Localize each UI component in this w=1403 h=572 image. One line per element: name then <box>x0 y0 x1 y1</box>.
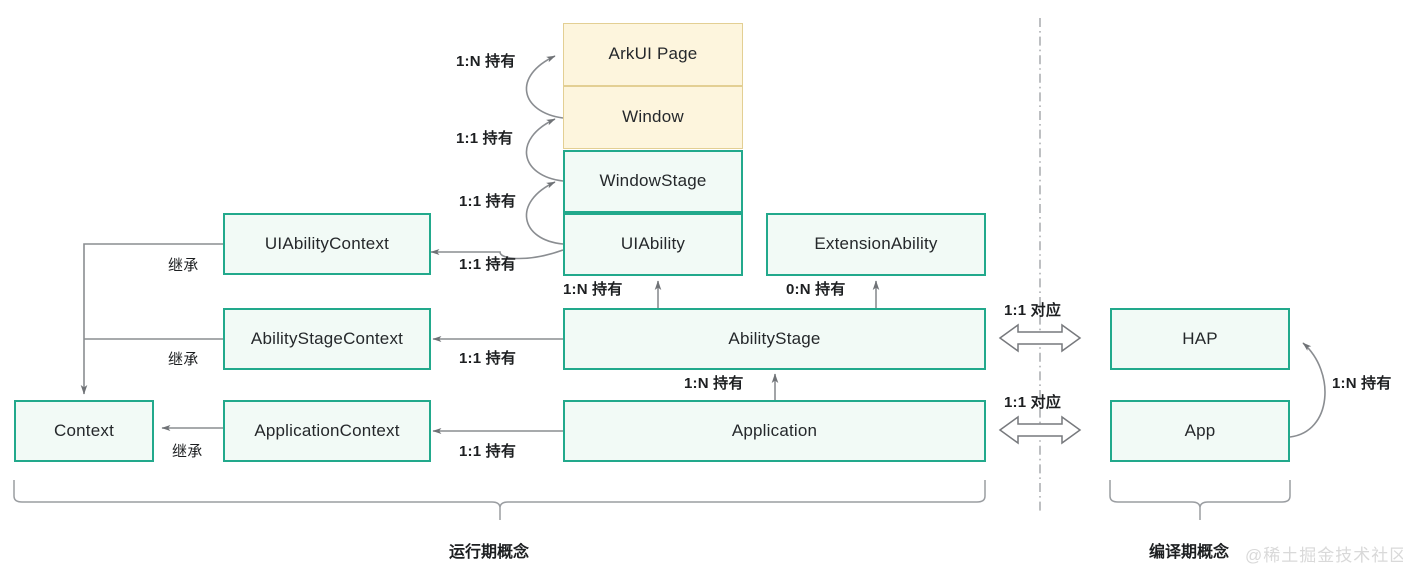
edge-label-page-window: 1:N 持有 <box>456 53 516 70</box>
node-label: App <box>1184 420 1216 440</box>
node-label: UIAbilityContext <box>264 233 390 253</box>
node-label: AbilityStageContext <box>250 328 404 348</box>
node-app[interactable]: App <box>1110 400 1290 462</box>
node-label: Application <box>731 420 818 440</box>
node-ui-ability-context[interactable]: UIAbilityContext <box>223 213 431 275</box>
node-hap[interactable]: HAP <box>1110 308 1290 370</box>
edge-window-to-arkui-page <box>525 55 564 119</box>
edge-windowstage-to-window <box>525 118 564 182</box>
edge-app-to-hap <box>1289 342 1326 438</box>
node-extension-ability[interactable]: ExtensionAbility <box>766 213 986 276</box>
node-label: WindowStage <box>599 171 707 191</box>
edge-label-inherit-applicationcontext: 继承 <box>172 443 203 460</box>
edge-label-app-hap: 1:N 持有 <box>1332 375 1392 392</box>
node-label: Window <box>622 107 684 127</box>
edge-label-application-applicationcontext: 1:1 持有 <box>459 443 517 460</box>
edge-application-corresponds-app <box>998 415 1082 445</box>
node-application-context[interactable]: ApplicationContext <box>223 400 431 462</box>
edge-label-window-windowstage: 1:1 持有 <box>456 130 514 147</box>
edge-label-windowstage-uiability: 1:1 持有 <box>459 193 517 210</box>
brace-compiletime <box>1109 480 1291 520</box>
node-label: AbilityStage <box>728 328 821 348</box>
edge-inherit-uiabilitycontext-to-context <box>80 243 223 395</box>
edge-label-uiability-abilitystage: 1:N 持有 <box>563 281 623 298</box>
node-label: ExtensionAbility <box>814 234 938 254</box>
group-label-runtime: 运行期概念 <box>449 544 530 561</box>
node-label: UIAbility <box>620 234 686 254</box>
node-label: Context <box>54 420 114 440</box>
group-label-compiletime: 编译期概念 <box>1149 544 1230 561</box>
edge-label-abilitystage-abilitystagecontext: 1:1 持有 <box>459 350 517 367</box>
watermark: @稀土掘金技术社区 <box>1245 546 1403 565</box>
node-ui-ability[interactable]: UIAbility <box>563 213 743 276</box>
edge-label-abilitystage-application: 1:N 持有 <box>684 375 744 392</box>
edge-label-inherit-uiabilitycontext: 继承 <box>168 257 199 274</box>
node-ability-stage-context[interactable]: AbilityStageContext <box>223 308 431 370</box>
edge-abilitystage-corresponds-hap <box>998 323 1082 353</box>
edge-label-extension-abilitystage: 0:N 持有 <box>786 281 846 298</box>
node-arkui-page[interactable]: ArkUI Page <box>563 23 743 86</box>
node-application[interactable]: Application <box>563 400 986 462</box>
node-window-stage[interactable]: WindowStage <box>563 150 743 213</box>
node-ability-stage[interactable]: AbilityStage <box>563 308 986 370</box>
edge-label-inherit-abilitystagecontext: 继承 <box>168 351 199 368</box>
node-window[interactable]: Window <box>563 86 743 149</box>
node-context[interactable]: Context <box>14 400 154 462</box>
edge-label-application-app: 1:1 对应 <box>1004 394 1062 411</box>
edge-label-abilitystage-hap: 1:1 对应 <box>1004 302 1062 319</box>
brace-runtime <box>13 480 986 520</box>
edge-uiability-to-windowstage <box>525 181 564 245</box>
node-label: HAP <box>1182 328 1218 348</box>
edge-label-uiability-uiabilitycontext: 1:1 持有 <box>459 256 517 273</box>
node-label: ArkUI Page <box>608 44 698 64</box>
node-label: ApplicationContext <box>254 420 400 440</box>
